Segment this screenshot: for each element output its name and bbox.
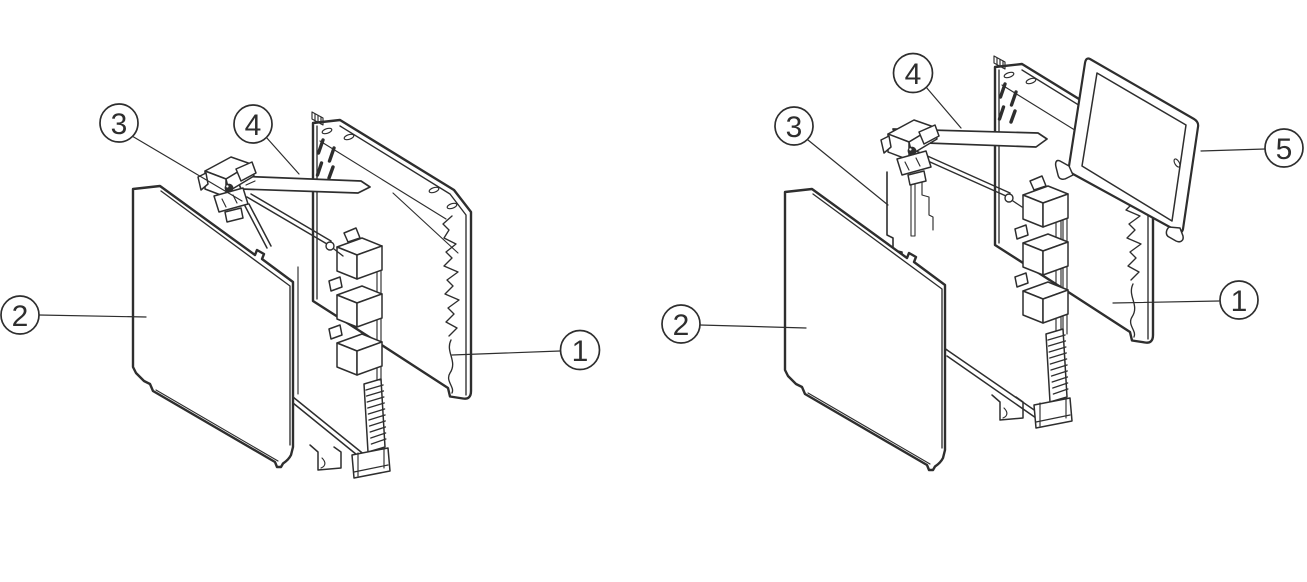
- module-body: [244, 203, 391, 479]
- front-cover: [131, 184, 295, 469]
- callout-label: 1: [1231, 285, 1248, 318]
- callout-left-1: 1: [451, 329, 601, 371]
- callout-label: 3: [111, 108, 128, 141]
- callout-right-4: 4: [892, 52, 962, 129]
- release-lever: [235, 175, 371, 257]
- callout-left-2: 2: [0, 295, 147, 335]
- callout-label: 5: [1276, 133, 1293, 166]
- callout-label: 4: [245, 109, 262, 142]
- callout-label: 3: [786, 111, 803, 144]
- frame-gasket: [1054, 57, 1200, 243]
- callout-right-1: 1: [1112, 280, 1259, 320]
- callout-right-5: 5: [1200, 128, 1304, 168]
- callout-label: 1: [572, 335, 589, 368]
- callout-right-2: 2: [661, 304, 807, 344]
- right-view: 3 4 5 2 1: [661, 52, 1304, 472]
- left-view: 3 4 2 1: [0, 103, 601, 479]
- callout-left-4: 4: [233, 104, 300, 175]
- callout-right-3: 3: [774, 106, 889, 206]
- front-cover: [783, 187, 947, 472]
- callout-left-3: 3: [99, 103, 243, 202]
- callout-label: 4: [905, 58, 922, 91]
- latch-block: [880, 119, 940, 186]
- callout-label: 2: [12, 300, 29, 333]
- side-panel: [310, 110, 473, 401]
- callout-label: 2: [673, 309, 690, 342]
